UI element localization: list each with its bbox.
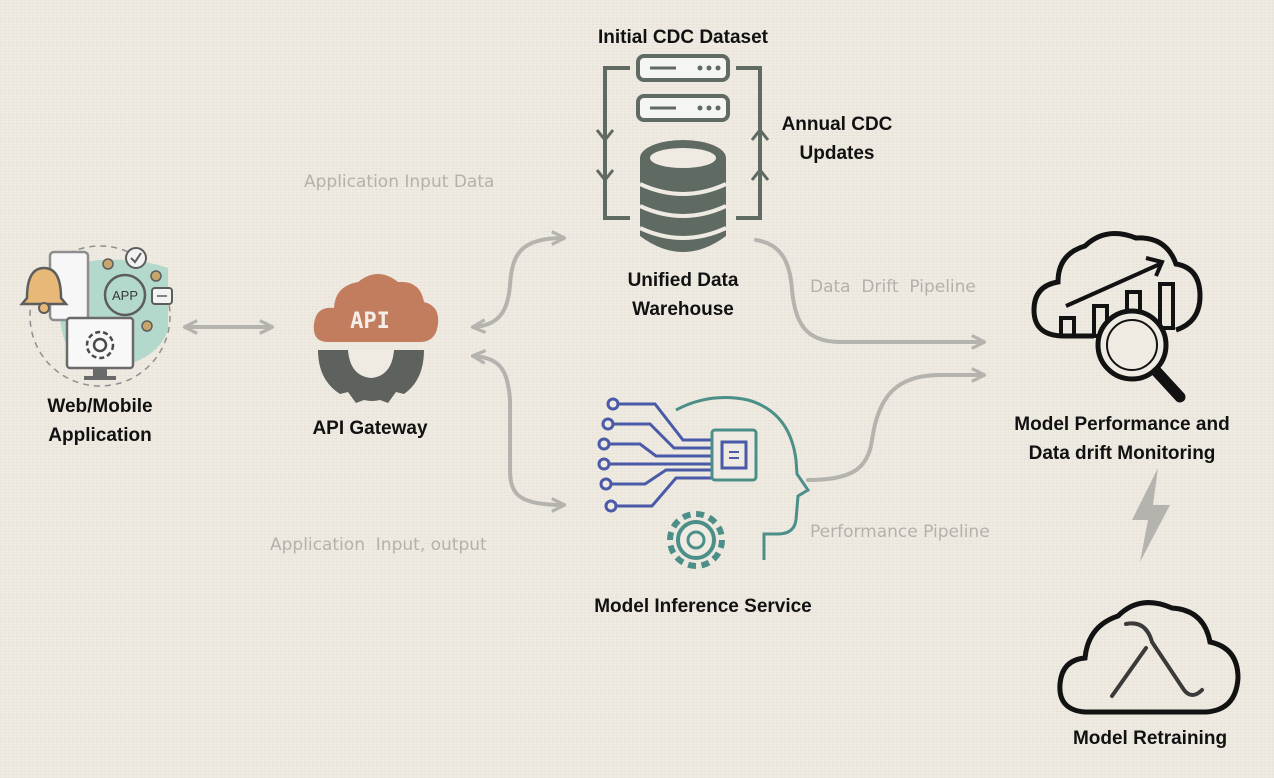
connector-arrows [186,238,983,505]
chat-icon [151,287,173,305]
retraining-label: Model Retraining [1072,728,1228,749]
server-icon [636,54,730,122]
sync-loop-lines [603,66,762,220]
monitoring-label: Model Performance and Data drift Monitor… [986,410,1258,468]
edge-label-data-drift: Data Drift Pipeline [810,277,976,297]
monitoring-label-line1: Model Performance and [1014,414,1230,435]
arrow-performance [806,375,983,482]
svg-text:API: API [350,309,390,334]
annual-updates-line1: Annual CDC [781,114,893,135]
warehouse-label: Unified Data Warehouse [603,266,763,324]
api-cloud-icon: API [313,274,439,403]
database-icon [639,140,727,252]
up-arrow-icons [750,127,770,181]
web-app-label-line1: Web/Mobile [47,396,153,417]
monitoring-label-line2: Data drift Monitoring [1028,443,1216,464]
warehouse-label-line2: Warehouse [632,299,734,320]
lambda-cloud-icon [1057,600,1241,715]
app-icon: APP [103,273,147,317]
down-arrow-icons [595,129,615,183]
chip-icon [710,428,758,482]
web-app-label-line2: Application [48,425,152,446]
edge-label-performance: Performance Pipeline [810,522,990,542]
api-gear-icon [318,350,424,403]
edge-label-app-io: Application Input, output [270,535,487,555]
monitor-icon [65,316,135,380]
annual-updates-line2: Updates [799,143,875,164]
api-gateway-label: API Gateway [312,418,428,439]
inference-label: Model Inference Service [594,596,812,617]
magnifier-icon [1095,308,1186,403]
check-icon [125,247,147,269]
arrow-gateway-warehouse [474,238,563,327]
ai-head-icon [597,396,811,569]
gear-icon [667,511,725,569]
annual-updates-label: Annual CDC Updates [764,110,910,168]
bell-icon [19,266,69,314]
analytics-cloud-icon [1031,231,1203,403]
edge-label-app-input: Application Input Data [304,172,495,192]
web-app-icon: APP [19,245,173,387]
gear-icon [85,330,115,360]
initial-dataset-label: Initial CDC Dataset [598,27,768,48]
arrow-gateway-inference [474,356,563,505]
warehouse-label-line1: Unified Data [627,270,739,291]
svg-text:APP: APP [112,288,138,303]
lightning-icon [1132,468,1170,562]
web-app-label: Web/Mobile Application [20,392,180,450]
arrow-data-drift [754,238,983,342]
